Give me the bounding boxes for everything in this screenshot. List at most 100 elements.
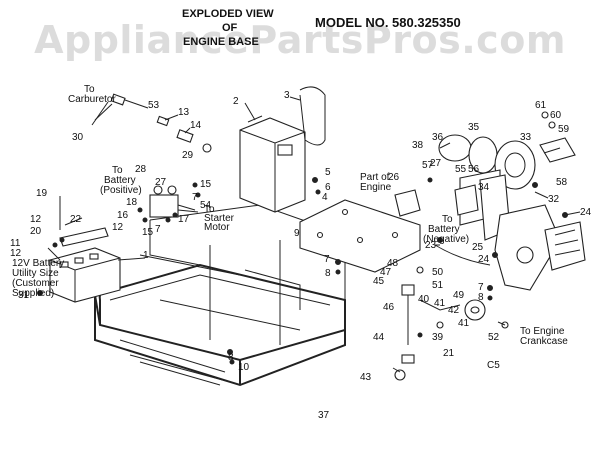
part-label-23: 23 (425, 240, 437, 251)
wire-battery-neg (434, 244, 491, 266)
callout-part-of-engine: Part of Engine (360, 172, 392, 193)
carburetor-linkage (94, 93, 212, 153)
model-number: MODEL NO. 580.325350 (315, 15, 461, 30)
fuel-tank (239, 115, 306, 213)
part-label-24b: 24 (580, 207, 592, 218)
part-label-12c: 12 (10, 248, 22, 259)
part-label-41b: 41 (458, 318, 470, 329)
part-label-11: 11 (10, 238, 21, 249)
part-label-34: 34 (478, 182, 490, 193)
part-label-c5: C5 (487, 360, 500, 371)
part-label-7c: 7 (192, 192, 198, 203)
part-label-7b: 7 (478, 282, 484, 293)
part-label-7a: 7 (324, 254, 330, 265)
part-label-32: 32 (548, 194, 560, 205)
part-label-10: 10 (238, 362, 250, 373)
battery-bolt-2 (47, 247, 61, 261)
control-parts (394, 266, 509, 381)
svg-text:To: To (204, 204, 215, 215)
svg-text:Supplied): Supplied) (12, 288, 54, 299)
part-label-47: 47 (380, 267, 392, 278)
hardware-dots (37, 177, 568, 365)
battery-hold-down (59, 227, 109, 247)
part-label-20: 20 (30, 226, 42, 237)
part-label-48: 48 (387, 258, 399, 269)
part-label-12b: 12 (112, 222, 124, 233)
part-label-59: 59 (558, 124, 570, 135)
control-box (454, 184, 479, 216)
part-label-46: 46 (383, 302, 395, 313)
part-label-41a: 41 (434, 298, 446, 309)
part-label-15b: 15 (142, 227, 154, 238)
starter-solenoid (149, 185, 196, 218)
callout-to-battery-negative: To Battery (Negative) (423, 214, 469, 245)
part-label-8c: 8 (228, 352, 234, 363)
svg-text:Starter: Starter (204, 213, 235, 224)
part-label-9: 9 (294, 228, 300, 239)
svg-text:Battery: Battery (428, 224, 460, 235)
part-label-56: 56 (468, 164, 480, 175)
part-label-51: 51 (432, 280, 444, 291)
part-label-27a: 27 (430, 158, 442, 169)
part-label-12: 12 (30, 214, 42, 225)
wire-main (139, 254, 241, 276)
title-line-3: ENGINE BASE (183, 36, 259, 48)
callout-battery-note: 12V Battery Utility Size (Customer Suppl… (12, 258, 64, 299)
part-label-25: 25 (472, 242, 484, 253)
title-line-1: EXPLODED VIEW (182, 8, 274, 20)
svg-text:Crankcase: Crankcase (520, 336, 568, 347)
part-label-8b: 8 (478, 292, 484, 303)
tank-strap (299, 86, 326, 146)
part-label-13: 13 (178, 107, 190, 118)
svg-text:12V Battery: 12V Battery (12, 258, 64, 269)
part-label-49: 49 (453, 290, 465, 301)
svg-text:Utility Size: Utility Size (12, 268, 59, 279)
part-label-28: 28 (135, 164, 147, 175)
generator-end-assembly (494, 204, 586, 291)
part-label-30: 30 (72, 132, 84, 143)
part-label-15: 15 (200, 179, 212, 190)
svg-text:Carburetor: Carburetor (68, 94, 116, 105)
callout-to-battery-positive: To Battery (Positive) (100, 165, 142, 196)
callout-to-carburetor: To Carburetor (68, 84, 116, 105)
part-label-45: 45 (373, 276, 385, 287)
part-label-39: 39 (432, 332, 444, 343)
battery (49, 247, 121, 303)
part-label-5: 5 (325, 167, 331, 178)
svg-text:(Positive): (Positive) (100, 185, 142, 196)
svg-text:Engine: Engine (360, 182, 392, 193)
part-label-6: 6 (325, 182, 331, 193)
part-label-21: 21 (443, 348, 455, 359)
svg-text:Motor: Motor (204, 222, 230, 233)
part-label-57: 57 (422, 160, 434, 171)
svg-text:To: To (112, 165, 123, 176)
part-label-40: 40 (418, 294, 430, 305)
part-label-37: 37 (318, 410, 330, 421)
part-label-58: 58 (556, 177, 568, 188)
part-label-61: 61 (535, 100, 547, 111)
part-label-53: 53 (148, 100, 160, 111)
part-label-17: 17 (178, 214, 190, 225)
base-frame (93, 204, 346, 387)
part-label-18: 18 (126, 197, 138, 208)
svg-text:To Engine: To Engine (520, 326, 565, 337)
part-label-4: 4 (322, 192, 328, 203)
wire-starter (177, 209, 199, 213)
part-label-24a: 24 (478, 254, 490, 265)
svg-text:(Negative): (Negative) (423, 234, 469, 245)
part-label-16: 16 (117, 210, 129, 221)
part-label-52: 52 (488, 332, 500, 343)
svg-text:Battery: Battery (104, 175, 136, 186)
part-label-22: 22 (70, 214, 82, 225)
part-label-60: 60 (550, 110, 562, 121)
callout-to-starter-motor: To Starter Motor (204, 204, 235, 233)
callout-to-engine-crankcase: To Engine Crankcase (520, 326, 568, 347)
part-label-42: 42 (448, 305, 460, 316)
part-label-54: 54 (200, 200, 212, 211)
part-label-2: 2 (233, 96, 239, 107)
leader-lines (64, 96, 581, 373)
part-label-7d: 7 (155, 224, 161, 235)
part-label-1: 1 (143, 250, 149, 261)
part-label-8a: 8 (325, 268, 331, 279)
